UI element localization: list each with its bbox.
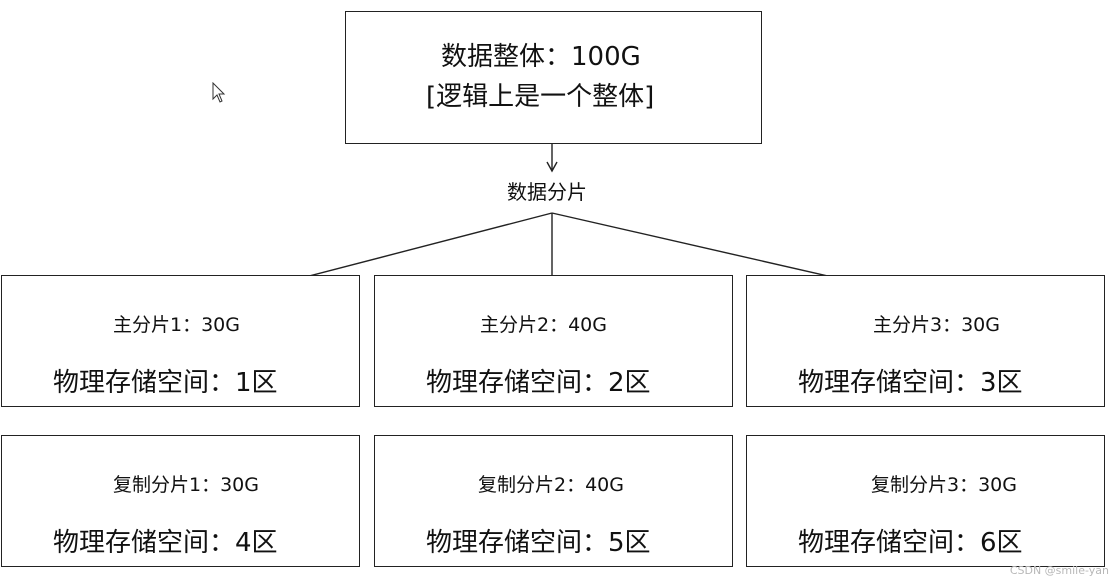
replica-shard-box-2: 复制分片2：40G 物理存储空间：5区 bbox=[374, 435, 733, 567]
replica-shard-location: 物理存储空间：5区 bbox=[426, 528, 651, 558]
replica-shard-title: 复制分片3：30G bbox=[871, 474, 1017, 496]
root-data-box: 数据整体：100G [逻辑上是一个整体] bbox=[345, 11, 762, 144]
primary-shard-location: 物理存储空间：1区 bbox=[53, 368, 278, 398]
replica-shard-location: 物理存储空间：6区 bbox=[798, 528, 1023, 558]
primary-shard-box-2: 主分片2：40G 物理存储空间：2区 bbox=[374, 275, 733, 407]
primary-shard-location: 物理存储空间：2区 bbox=[426, 368, 651, 398]
primary-shard-location: 物理存储空间：3区 bbox=[798, 368, 1023, 398]
primary-shard-box-1: 主分片1：30G 物理存储空间：1区 bbox=[1, 275, 360, 407]
root-title: 数据整体：100G bbox=[441, 42, 641, 72]
primary-shard-title: 主分片3：30G bbox=[873, 314, 1000, 336]
primary-shard-title: 主分片1：30G bbox=[113, 314, 240, 336]
watermark: CSDN @smile-yan bbox=[1009, 564, 1109, 577]
replica-shard-title: 复制分片1：30G bbox=[113, 474, 259, 496]
replica-shard-box-3: 复制分片3：30G 物理存储空间：6区 bbox=[746, 435, 1105, 567]
root-subtitle: [逻辑上是一个整体] bbox=[426, 82, 655, 112]
mouse-pointer-icon bbox=[212, 82, 226, 103]
split-label: 数据分片 bbox=[507, 180, 587, 204]
replica-shard-box-1: 复制分片1：30G 物理存储空间：4区 bbox=[1, 435, 360, 567]
replica-shard-title: 复制分片2：40G bbox=[478, 474, 624, 496]
replica-shard-location: 物理存储空间：4区 bbox=[53, 528, 278, 558]
primary-shard-box-3: 主分片3：30G 物理存储空间：3区 bbox=[746, 275, 1105, 407]
primary-shard-title: 主分片2：40G bbox=[480, 314, 607, 336]
